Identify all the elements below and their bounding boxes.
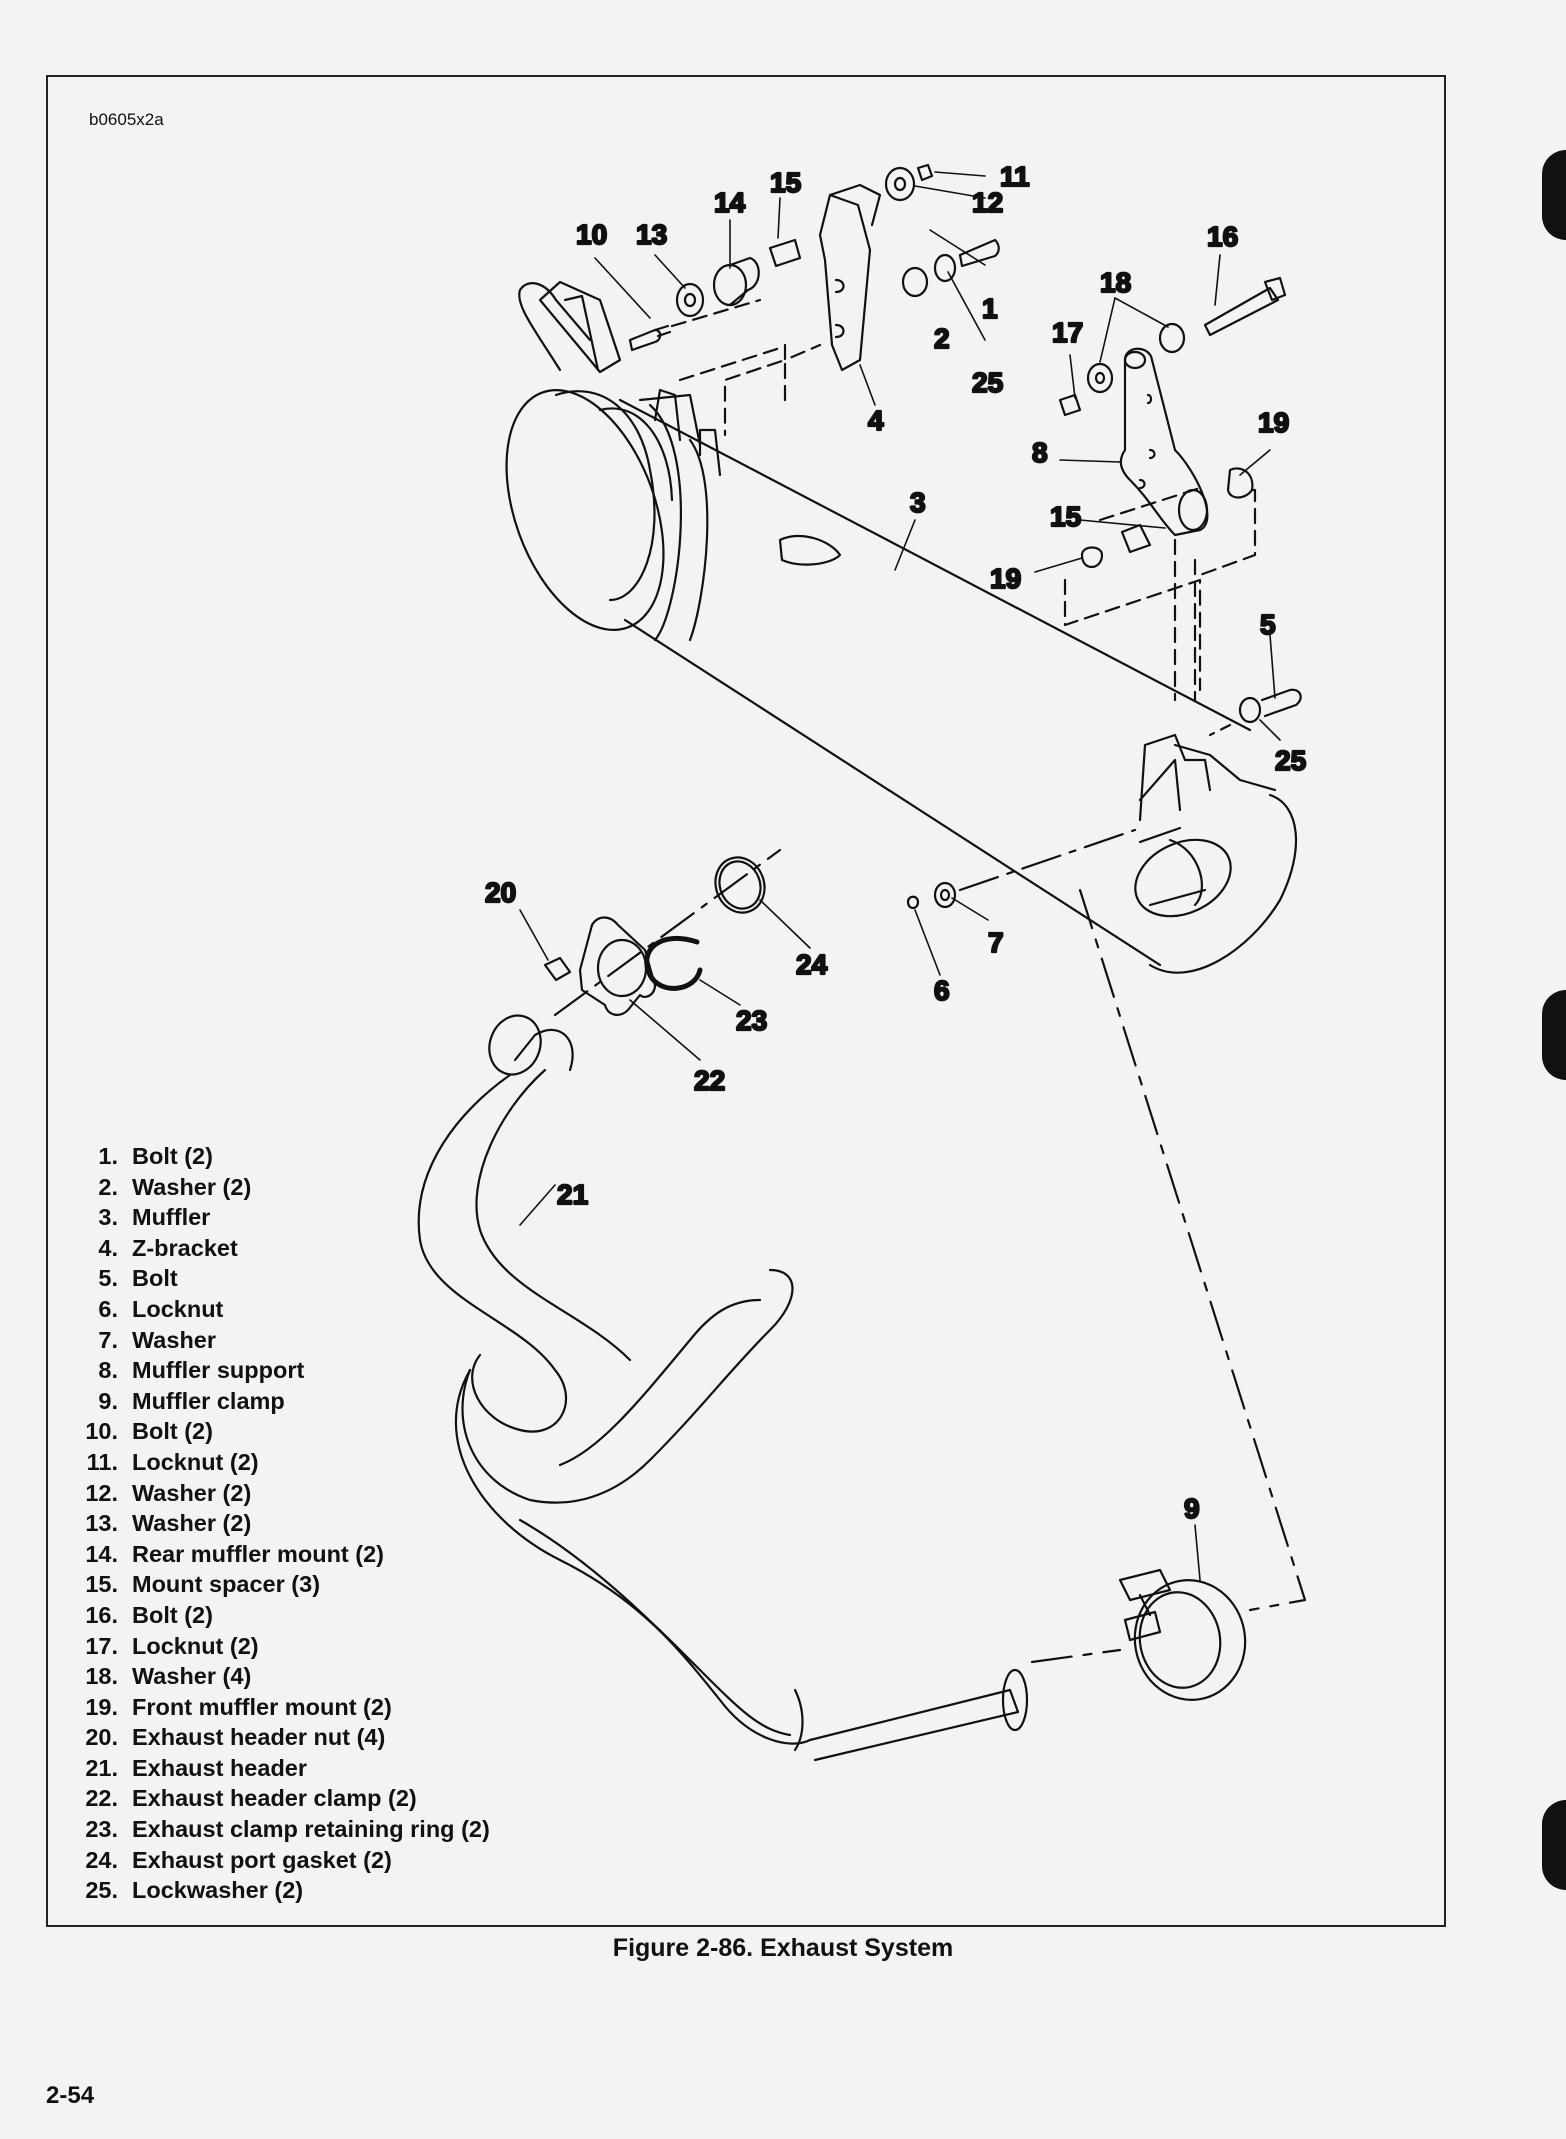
leader-lines (519, 171, 1281, 1581)
callout-25: 25 (972, 367, 1003, 398)
legend-item: 2.Washer (2) (98, 1173, 252, 1200)
callout-22: 22 (694, 1065, 725, 1096)
callout-12: 12 (972, 187, 1003, 218)
callout-18: 18 (1100, 267, 1131, 298)
figure-frame (46, 75, 1446, 1927)
legend-item: 25.Lockwasher (2) (85, 1877, 304, 1904)
legend-item: 14.Rear muffler mount (2) (85, 1540, 384, 1567)
parts-legend: 1.Bolt (2) 2.Washer (2) 3.Muffler 4.Z-br… (66, 1141, 490, 1906)
callout-14: 14 (714, 187, 746, 218)
legend-item: 11.Locknut (2) (86, 1448, 259, 1475)
callout-1: 1 (982, 293, 998, 324)
legend-item: 7.Washer (98, 1326, 217, 1353)
callout-7: 7 (988, 927, 1004, 958)
binder-tab (1542, 150, 1566, 240)
callout-10: 10 (576, 219, 607, 250)
legend-item: 3.Muffler (98, 1204, 211, 1231)
legend-item: 10.Bolt (2) (85, 1418, 213, 1445)
callout-5: 5 (1260, 609, 1276, 640)
callout-11: 11 (1000, 161, 1030, 192)
callout-20: 20 (485, 877, 516, 908)
legend-item: 6.Locknut (98, 1295, 224, 1322)
callout-17: 17 (1052, 317, 1083, 348)
muffler-support (1058, 276, 1302, 737)
callout-2: 2 (934, 323, 950, 354)
callout-labels: 11 12 15 14 10 13 1 2 25 4 16 18 17 19 8… (484, 160, 1307, 1525)
legend-item: 20.Exhaust header nut (4) (85, 1724, 386, 1751)
legend-item: 8.Muffler support (98, 1357, 305, 1384)
callout-9: 9 (1184, 1493, 1200, 1524)
legend-item: 15.Mount spacer (3) (85, 1571, 321, 1598)
legend-item: 16.Bolt (2) (85, 1601, 213, 1628)
exhaust-header (417, 1014, 1029, 1762)
assembly-lines (1030, 888, 1307, 1664)
legend-item: 12.Washer (2) (85, 1479, 252, 1506)
callout-4: 4 (868, 405, 884, 436)
rear-hardware (628, 163, 1000, 437)
legend-item: 1.Bolt (2) (98, 1143, 213, 1169)
callout-25: 25 (1275, 745, 1306, 776)
legend-item: 17.Locknut (2) (85, 1632, 259, 1659)
callout-24: 24 (796, 949, 828, 980)
callout-19: 19 (990, 563, 1021, 594)
legend-item: 24.Exhaust port gasket (2) (85, 1846, 392, 1873)
legend-item: 5.Bolt (98, 1265, 178, 1292)
muffler (505, 280, 1298, 974)
callout-3: 3 (910, 487, 926, 518)
binder-tab (1542, 1800, 1566, 1890)
callout-6: 6 (934, 975, 950, 1006)
legend-item: 18.Washer (4) (85, 1663, 252, 1690)
legend-item: 4.Z-bracket (98, 1234, 238, 1261)
callout-8: 8 (1032, 437, 1048, 468)
drawing-code: b0605x2a (89, 110, 164, 129)
callout-23: 23 (736, 1005, 767, 1036)
legend-item: 19.Front muffler mount (2) (85, 1693, 392, 1720)
callout-13: 13 (636, 219, 667, 250)
legend-item: 13.Washer (2) (85, 1510, 252, 1537)
legend-item: 21.Exhaust header (85, 1754, 308, 1781)
binder-tab (1542, 990, 1566, 1080)
legend-item: 22.Exhaust header clamp (2) (85, 1785, 417, 1812)
legend-item: 9.Muffler clamp (98, 1387, 285, 1414)
page-number: 2-54 (46, 2082, 95, 2109)
legend-item: 23.Exhaust clamp retaining ring (2) (85, 1816, 490, 1843)
header-hardware (543, 828, 1137, 1017)
figure-caption: Figure 2-86. Exhaust System (612, 1934, 954, 1962)
callout-16: 16 (1207, 221, 1238, 252)
muffler-clamp (1118, 1568, 1247, 1701)
callout-15: 15 (770, 167, 801, 198)
z-bracket (818, 183, 882, 372)
callout-19: 19 (1258, 407, 1289, 438)
callout-15: 15 (1050, 501, 1081, 532)
callout-21: 21 (557, 1179, 588, 1210)
